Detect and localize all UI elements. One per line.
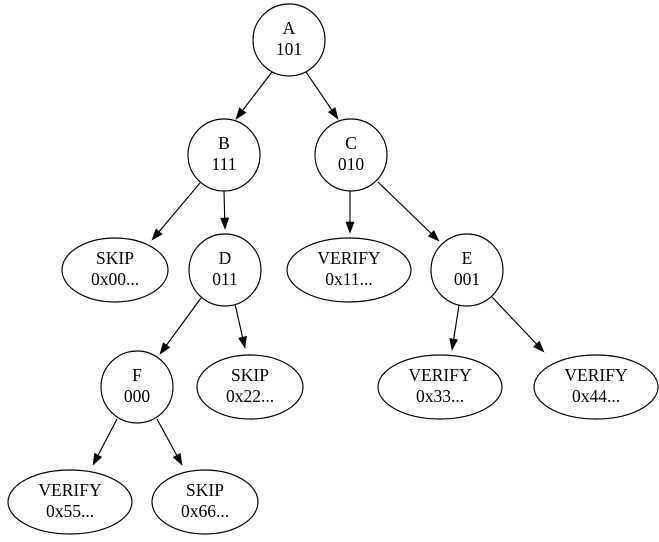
edge-c-to-e xyxy=(377,181,440,242)
node-shape-ellipse[interactable] xyxy=(377,354,503,420)
node-label-secondary: 0x66... xyxy=(181,501,229,521)
edge-line xyxy=(377,181,433,236)
node-label-primary: VERIFY xyxy=(317,248,381,268)
edge-a-to-b xyxy=(235,71,273,120)
node-label-secondary: 0x55... xyxy=(46,501,94,521)
edge-e-to-v3 xyxy=(449,304,460,351)
edge-line xyxy=(96,418,118,458)
edge-line xyxy=(452,304,460,342)
node-label-secondary: 001 xyxy=(454,269,480,289)
arrowhead-icon xyxy=(172,452,183,466)
edge-line xyxy=(491,296,539,346)
graph-node-s2[interactable]: SKIP0x22... xyxy=(196,354,304,420)
node-shape-circle[interactable] xyxy=(314,118,388,192)
node-shape-ellipse[interactable] xyxy=(151,469,259,535)
node-label-primary: A xyxy=(283,18,296,38)
arrowhead-icon xyxy=(533,340,545,353)
node-label-primary: D xyxy=(219,248,232,268)
node-label-secondary: 000 xyxy=(124,386,151,406)
edge-d-to-s2 xyxy=(234,303,247,349)
edge-e-to-v4 xyxy=(491,296,545,353)
node-label-primary: VERIFY xyxy=(564,365,628,385)
arrowhead-icon xyxy=(327,107,339,120)
node-shape-circle[interactable] xyxy=(188,233,262,307)
edge-d-to-f xyxy=(159,297,202,355)
edge-line xyxy=(305,71,334,112)
edge-b-to-d xyxy=(220,190,230,230)
edge-line xyxy=(157,182,201,234)
edge-line xyxy=(234,303,244,340)
node-label-secondary: 0x00... xyxy=(91,269,139,289)
graph-node-v5[interactable]: VERIFY0x55... xyxy=(7,469,133,535)
node-shape-ellipse[interactable] xyxy=(286,237,412,303)
graph-node-v4[interactable]: VERIFY0x44... xyxy=(533,354,659,420)
arrowhead-icon xyxy=(151,228,163,241)
arrowhead-icon xyxy=(159,342,171,355)
edge-line xyxy=(164,297,202,348)
edge-line xyxy=(156,418,179,458)
node-shape-ellipse[interactable] xyxy=(533,354,659,420)
node-shape-ellipse[interactable] xyxy=(7,469,133,535)
nodes-layer: A101B111C010SKIP0x00...D011VERIFY0x11...… xyxy=(7,3,659,535)
node-label-secondary: 111 xyxy=(212,154,237,174)
node-shape-circle[interactable] xyxy=(100,350,174,424)
graph-node-v1[interactable]: VERIFY0x11... xyxy=(286,237,412,303)
node-label-primary: SKIP xyxy=(186,480,224,500)
node-label-primary: SKIP xyxy=(231,365,269,385)
node-label-primary: SKIP xyxy=(96,248,134,268)
node-label-secondary: 0x11... xyxy=(325,269,372,289)
graph-node-s0[interactable]: SKIP0x00... xyxy=(61,237,169,303)
node-shape-circle[interactable] xyxy=(187,118,261,192)
node-label-secondary: 010 xyxy=(338,154,365,174)
arrowhead-icon xyxy=(449,338,459,351)
arrowhead-icon xyxy=(238,335,247,349)
node-label-secondary: 0x33... xyxy=(416,386,464,406)
edge-a-to-c xyxy=(305,71,339,120)
edge-f-to-v5 xyxy=(92,418,118,466)
arrowhead-icon xyxy=(92,452,103,466)
node-label-secondary: 0x44... xyxy=(572,386,620,406)
arrowhead-icon xyxy=(427,229,440,242)
node-label-primary: B xyxy=(218,133,230,153)
arrowhead-icon xyxy=(235,107,247,120)
node-shape-ellipse[interactable] xyxy=(61,237,169,303)
edge-b-to-s0 xyxy=(151,182,201,241)
graph-node-s6[interactable]: SKIP0x66... xyxy=(151,469,259,535)
node-label-secondary: 101 xyxy=(276,39,302,59)
node-label-secondary: 011 xyxy=(212,269,238,289)
edge-c-to-v1 xyxy=(345,191,355,234)
graph-node-v3[interactable]: VERIFY0x33... xyxy=(377,354,503,420)
node-shape-circle[interactable] xyxy=(430,233,504,307)
arrowhead-icon xyxy=(220,217,230,230)
edge-f-to-s6 xyxy=(156,418,183,466)
node-label-primary: E xyxy=(462,248,473,268)
node-shape-ellipse[interactable] xyxy=(196,354,304,420)
node-label-primary: C xyxy=(345,133,357,153)
arrowhead-icon xyxy=(345,221,355,234)
edge-line xyxy=(241,71,273,113)
edges-layer xyxy=(92,71,545,466)
edge-line xyxy=(223,190,226,221)
node-shape-circle[interactable] xyxy=(252,3,326,77)
node-label-primary: VERIFY xyxy=(408,365,472,385)
node-label-primary: VERIFY xyxy=(38,480,102,500)
node-label-primary: F xyxy=(132,365,142,385)
node-label-secondary: 0x22... xyxy=(226,386,274,406)
